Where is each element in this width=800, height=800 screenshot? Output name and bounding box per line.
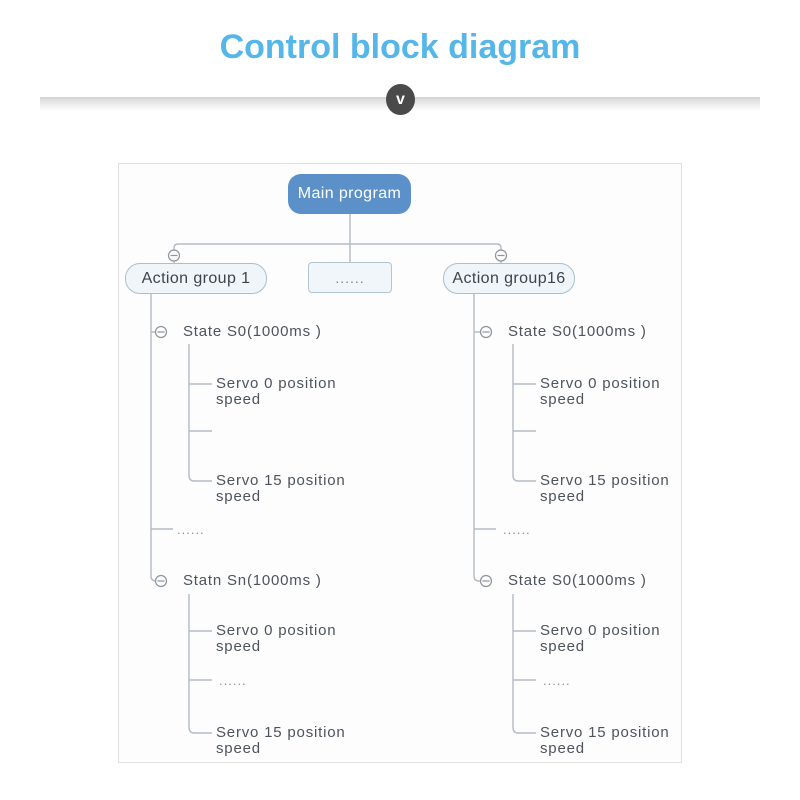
right-state2-label: State S0(1000ms ) [508,572,647,589]
left-state2-branch-lines [188,594,212,734]
right-state1-branch-lines [512,344,536,482]
right-state2-servo-15: Servo 15 position speed [540,724,670,757]
left-ellipsis: ...... [177,522,205,537]
diagram-frame: Main program Action group 1 ...... Actio… [118,163,682,763]
node-action-group-1: Action group 1 [125,263,267,294]
collapse-minus-icon-right-state2 [479,574,493,588]
right-state1-servo-15: Servo 15 position speed [540,472,670,505]
left-state1-servo-15: Servo 15 position speed [216,472,346,505]
node-main-program: Main program [288,174,411,214]
right-state2-servo-0: Servo 0 position speed [540,622,661,655]
collapse-minus-icon-right-state1 [479,325,493,339]
collapse-minus-icon-group-1 [167,249,181,262]
collapse-minus-icon-left-state2 [154,574,168,588]
node-action-group-16: Action group16 [443,263,575,294]
left-state2-servo-15: Servo 15 position speed [216,724,346,757]
right-state1-servo-0: Servo 0 position speed [540,375,661,408]
connector-lines [150,214,536,734]
left-state1-label: State S0(1000ms ) [183,323,322,340]
chevron-down-icon: v [386,84,415,115]
collapse-minus-icon-left-state1 [154,325,168,339]
root-connector [173,214,502,263]
chevron-glyph: v [396,90,405,108]
left-state1-servo-0: Servo 0 position speed [216,375,337,408]
left-state2-ellipsis: ...... [219,673,247,688]
node-ellipsis-group: ...... [308,262,392,293]
right-trunk-line [473,294,496,582]
left-state2-servo-0: Servo 0 position speed [216,622,337,655]
left-state1-branch-lines [188,344,212,482]
collapse-minus-icon-group-16 [494,249,508,262]
right-state2-branch-lines [512,594,536,734]
page-title: Control block diagram [219,28,581,66]
right-state2-ellipsis: ...... [543,673,571,688]
right-state1-label: State S0(1000ms ) [508,323,647,340]
right-ellipsis: ...... [503,522,531,537]
left-state2-label: Statn Sn(1000ms ) [183,572,322,589]
